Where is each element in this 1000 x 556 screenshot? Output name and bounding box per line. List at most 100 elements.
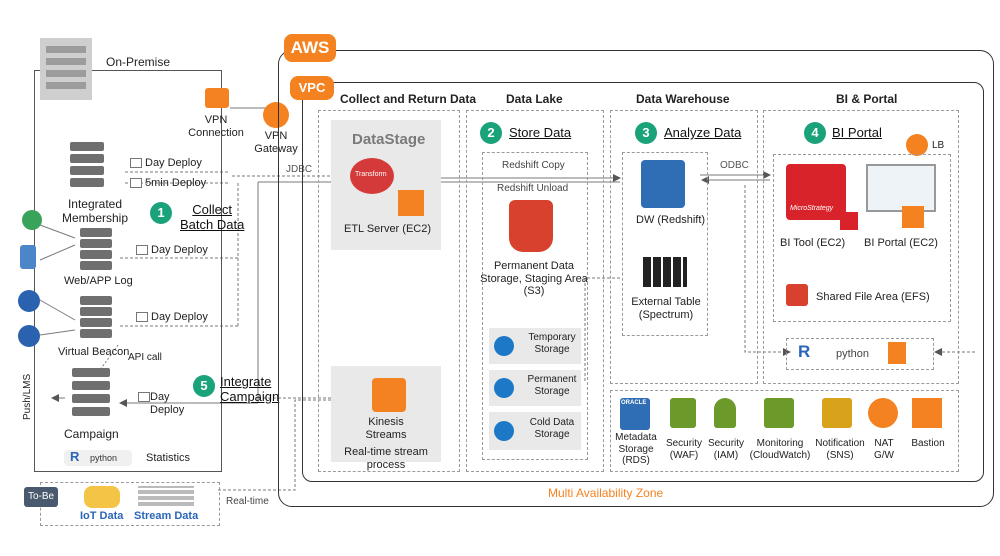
vpc-badge: VPC (290, 76, 334, 100)
day-deploy-membership: Day Deploy (130, 157, 202, 170)
integrated-membership-server-icon (70, 142, 104, 190)
day-deploy-beacon: Day Deploy (136, 311, 208, 324)
integrated-membership-label: Integrated Membership (61, 197, 129, 225)
temporary-storage-label: Temporary Storage (528, 332, 576, 355)
permanent-storage-bucket-icon (494, 378, 514, 398)
data-warehouse-section-box (610, 110, 758, 384)
nat-label: NAT G/W (874, 438, 894, 461)
odbc-label: ODBC (720, 160, 749, 171)
step-1-badge: 1 (150, 202, 172, 224)
aws-cloud-box (278, 50, 994, 507)
datastage-title: DataStage (352, 131, 426, 148)
efs-label: Shared File Area (EFS) (816, 291, 930, 303)
bi-portal-screen-icon (866, 164, 936, 212)
stream-data-icon (138, 486, 194, 506)
cold-storage-label: Cold Data Storage (529, 417, 575, 440)
iam-key-icon (714, 398, 736, 428)
to-be-badge (24, 487, 58, 507)
waf-label: Security (WAF) (665, 438, 703, 461)
web-app-log-server-icon (80, 228, 112, 270)
five-min-deploy-membership: 5min Deploy (130, 177, 206, 190)
sns-label: Notification (SNS) (815, 438, 865, 461)
bi-portal-label: BI Portal (EC2) (864, 237, 938, 249)
vpn-connection-label: VPN Connection (188, 114, 244, 139)
cloudwatch-label: Monitoring (CloudWatch) (749, 438, 811, 461)
r-python-tf-box (786, 338, 934, 370)
step-4-badge: 4 (804, 122, 826, 144)
s3-bucket-icon (509, 200, 553, 252)
on-premise-box (34, 70, 222, 472)
s3-box (482, 152, 588, 460)
python-logo-label: python (90, 453, 118, 463)
kinesis-icon (372, 378, 406, 412)
vpn-gateway-lock-icon (263, 102, 289, 128)
step-3-label: Analyze Data (664, 125, 742, 140)
permanent-s3-label: Permanent Data Storage, Staging Area (S3… (480, 260, 588, 298)
building-icon (40, 38, 92, 100)
bi-portal-ec2-icon (902, 206, 924, 228)
nat-gateway-icon (868, 398, 898, 428)
r-logo-icon: R (70, 449, 80, 464)
collect-section-box (318, 110, 460, 472)
spectrum-table-icon (643, 257, 687, 287)
vpn-connection-icon (205, 88, 229, 108)
realtime-process-label: Real-time stream process (344, 446, 428, 471)
jdbc-label: JDBC (286, 164, 313, 175)
temporary-storage-bucket-icon (494, 336, 514, 356)
virtual-beacon-label: Virtual Beacon (58, 346, 130, 358)
redshift-icon (641, 160, 685, 208)
iot-icon (84, 486, 120, 508)
microstrategy-label: MicroStrategy (790, 205, 834, 212)
oracle-label: ORACLE (621, 400, 647, 406)
push-lms-label: Push/LMS (22, 373, 33, 420)
day-deploy-weblog: Day Deploy (136, 244, 208, 257)
vpc-box (302, 82, 984, 482)
bi-tool-ec2-icon (840, 212, 858, 230)
beacon-icon (18, 325, 40, 347)
redshift-copy-label: Redshift Copy (502, 160, 565, 171)
transform-label: Transform (355, 171, 387, 178)
cloudwatch-icon (764, 398, 794, 428)
tensorflow-icon (888, 342, 906, 364)
virtual-beacon-server-icon (80, 296, 112, 338)
services-box (610, 390, 959, 472)
rds-oracle-icon (620, 398, 650, 430)
iot-data-label: IoT Data (80, 510, 124, 522)
step-5-badge: 5 (193, 375, 215, 397)
step-4-label: BI Portal (832, 125, 882, 140)
redshift-box (622, 152, 708, 336)
web-app-log-label: Web/APP Log (64, 275, 133, 287)
on-premise-title: On-Premise (106, 55, 171, 69)
campaign-server-icon (72, 368, 110, 418)
statistics-label: Statistics (146, 452, 191, 464)
permanent-storage-label: Permanent Storage (527, 374, 577, 397)
stream-data-label: Stream Data (134, 510, 199, 522)
multi-az-label: Multi Availability Zone (548, 486, 664, 500)
step-3-badge: 3 (635, 122, 657, 144)
rds-label: Metadata Storage (RDS) (615, 432, 657, 466)
to-be-label: To-Be (28, 491, 55, 502)
r-logo-icon: R (798, 342, 811, 361)
data-lake-section-title: Data Lake (506, 92, 563, 106)
beacon-icon (18, 290, 40, 312)
globe-icon (22, 210, 42, 230)
transform-icon (350, 158, 394, 194)
redshift-unload-label: Redshift Unload (497, 183, 569, 194)
step-2-label: Store Data (509, 125, 572, 140)
bi-section-box (763, 110, 959, 384)
bi-inner-box (773, 154, 951, 322)
bastion-icon (912, 398, 942, 428)
collect-section-title: Collect and Return Data (340, 92, 477, 106)
bi-portal-section-title: BI & Portal (836, 92, 898, 106)
aws-badge: AWS (284, 34, 336, 62)
day-deploy-campaign-icon (138, 392, 150, 402)
data-lake-section-box (466, 110, 604, 472)
api-call-label: API call (128, 352, 162, 363)
day-deploy-campaign: Day Deploy (150, 391, 185, 416)
mobile-device-icon (20, 245, 36, 269)
iam-label: Security (IAM) (707, 438, 745, 461)
cold-storage-bucket-icon (494, 421, 514, 441)
waf-icon (670, 398, 696, 428)
lb-label: LB (932, 140, 945, 151)
bi-tool-label: BI Tool (EC2) (780, 237, 846, 249)
